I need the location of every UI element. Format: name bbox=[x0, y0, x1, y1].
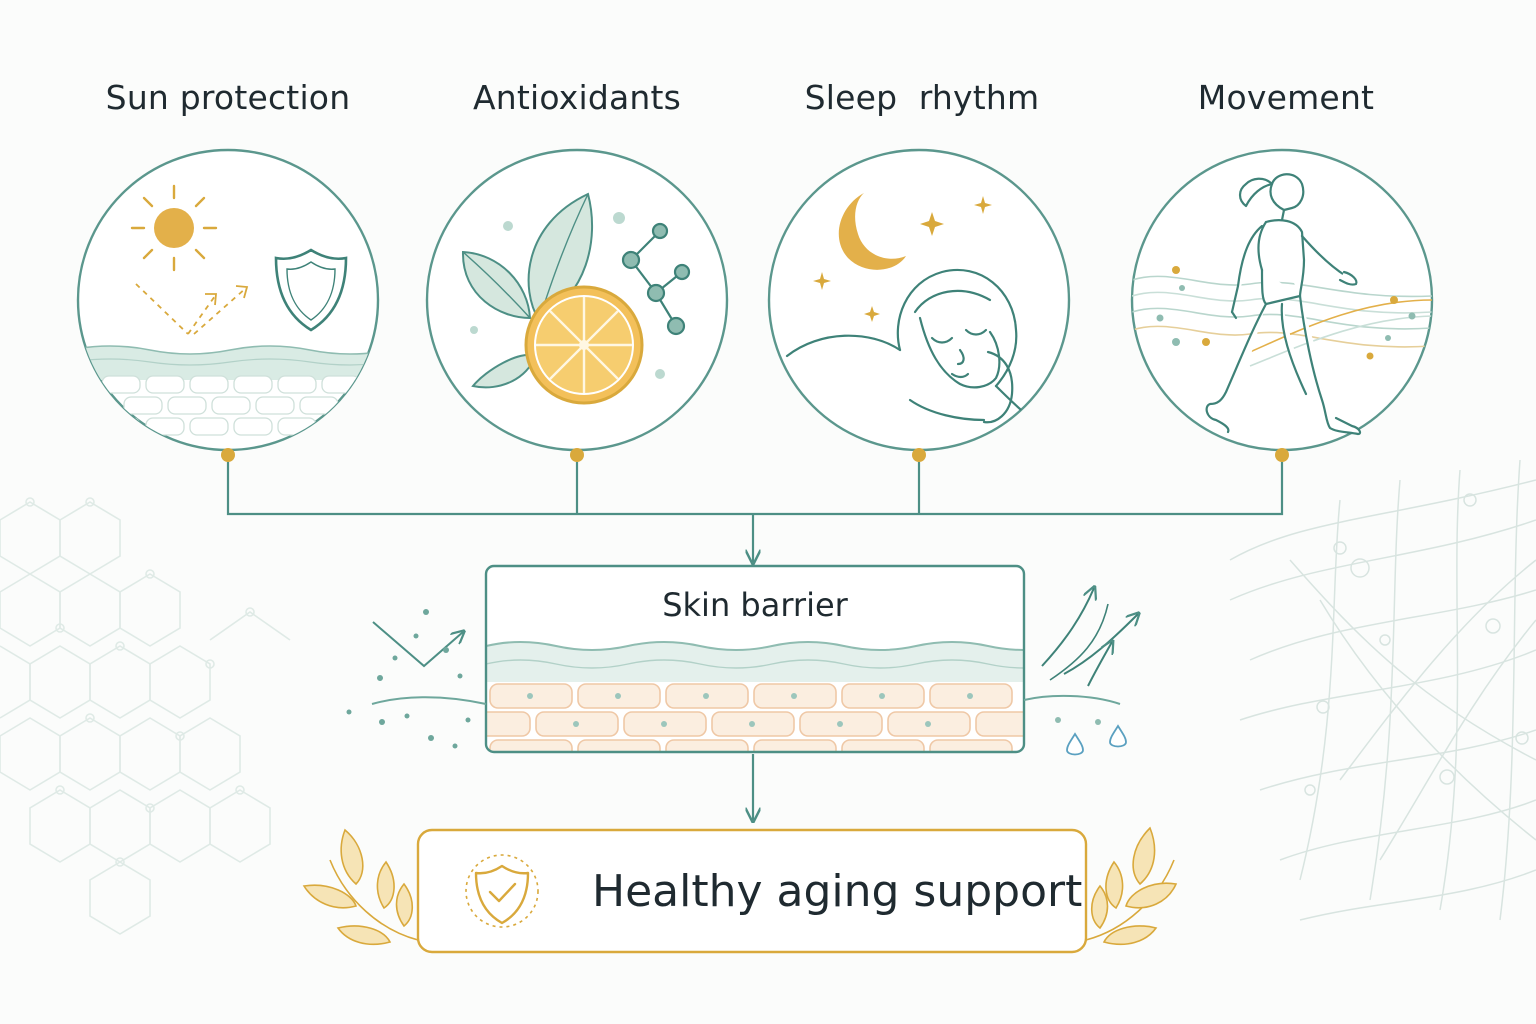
walking-woman-icon bbox=[1205, 173, 1362, 436]
shield-check-icon bbox=[474, 864, 530, 925]
connector-lines bbox=[226, 462, 1284, 820]
skin-cell-layer bbox=[486, 683, 1024, 752]
moon-icon bbox=[838, 193, 906, 270]
input-label-sleep-rhythm: Sleep rhythm bbox=[804, 78, 1040, 117]
leaf-icon bbox=[461, 192, 594, 389]
uv-reflection-arrows bbox=[135, 283, 249, 335]
skin-barrier-box bbox=[484, 564, 1026, 754]
water-drop-icons bbox=[1066, 724, 1127, 756]
particle-dots bbox=[346, 609, 471, 749]
sun-protection-circle bbox=[76, 148, 380, 462]
antioxidants-circle bbox=[425, 148, 729, 462]
connector-dot bbox=[221, 448, 235, 462]
star-icons bbox=[813, 196, 992, 322]
outcome-label: Healthy aging support bbox=[592, 866, 1083, 917]
connector-dot bbox=[1275, 448, 1289, 462]
input-label-movement: Movement bbox=[1197, 78, 1375, 117]
sleep-rhythm-circle bbox=[767, 148, 1071, 462]
skin-barrier-label: Skin barrier bbox=[662, 586, 848, 624]
motion-waves bbox=[1132, 275, 1432, 367]
shield-icon bbox=[274, 248, 348, 332]
input-label-sun-protection: Sun protection bbox=[105, 78, 351, 117]
outcome-box bbox=[302, 826, 1178, 954]
collagen-mesh-decoration bbox=[1229, 459, 1536, 921]
connector-dot bbox=[570, 448, 584, 462]
laurel-right-icon bbox=[1085, 826, 1178, 946]
citrus-slice-icon bbox=[524, 285, 644, 405]
laurel-left-icon bbox=[302, 828, 419, 946]
hydration-arrows bbox=[1023, 588, 1138, 705]
sun-icon bbox=[130, 184, 218, 272]
molecule-icon bbox=[621, 222, 691, 336]
movement-circle bbox=[1130, 148, 1434, 462]
connector-dot bbox=[912, 448, 926, 462]
deflected-aggressor-arrow bbox=[371, 621, 487, 705]
input-label-antioxidants: Antioxidants bbox=[472, 78, 682, 117]
hexagon-lattice-decoration bbox=[0, 497, 291, 935]
